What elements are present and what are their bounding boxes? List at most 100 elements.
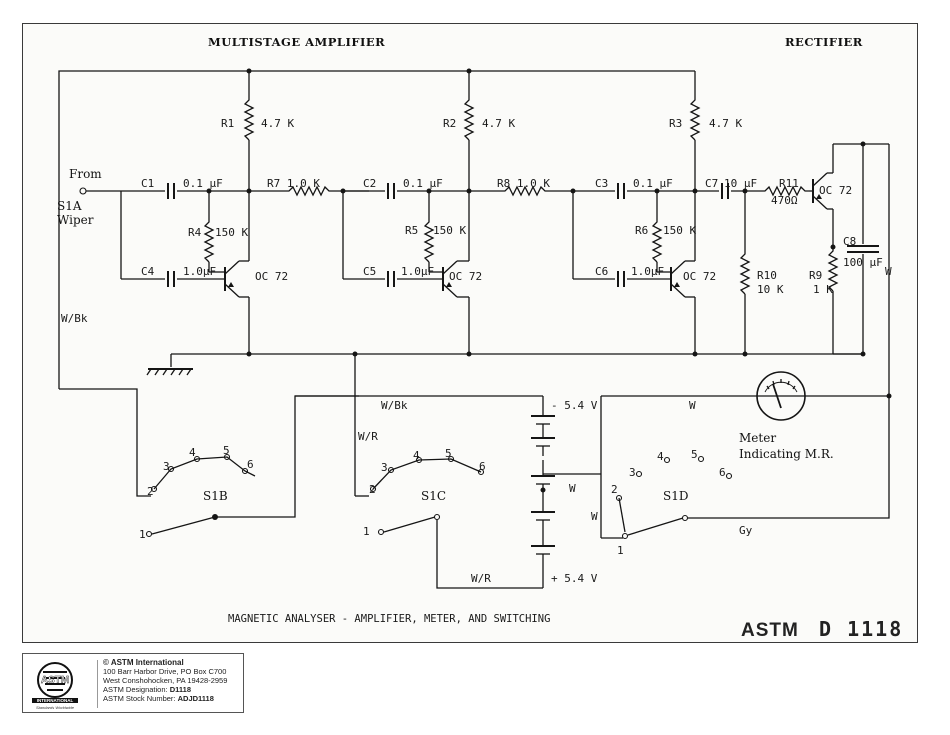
q4-label: OC 72 xyxy=(819,184,852,197)
c2-label: C2 xyxy=(363,177,376,190)
top-rail xyxy=(58,70,695,389)
r11-label: R11 xyxy=(779,177,799,190)
rectifier xyxy=(695,141,892,399)
r1-label: R1 xyxy=(221,117,234,130)
footer-info-box: ASTM INTERNATIONAL Standards Worldwide ©… xyxy=(22,653,244,713)
c6-value: 1.0µF xyxy=(631,265,664,278)
c3-value: 0.1 µF xyxy=(633,177,673,190)
circuit-diagram: MULTISTAGE AMPLIFIER RECTIFIER From S1A … xyxy=(57,35,901,641)
s1b-pos-3: 3 xyxy=(163,460,170,473)
footer-text: © ASTM International 100 Barr Harbor Dri… xyxy=(103,658,227,703)
r2-value: 4.7 K xyxy=(482,117,515,130)
designation-label: ASTM Designation: xyxy=(103,685,168,694)
switch-s1c xyxy=(352,351,543,589)
c3-label: C3 xyxy=(595,177,608,190)
r4-value: 150 K xyxy=(215,226,248,239)
r3-value: 4.7 K xyxy=(709,117,742,130)
stage-2 xyxy=(340,68,575,357)
footer-copyright: © ASTM International xyxy=(103,658,184,667)
wire-gy-label: Gy xyxy=(739,524,753,537)
r6-label: R6 xyxy=(635,224,648,237)
wire-wbk-mid: W/Bk xyxy=(381,399,408,412)
footer-divider xyxy=(97,660,98,708)
svg-text:ASTM: ASTM xyxy=(41,675,69,686)
logo-tagline: Standards Worldwide xyxy=(36,705,75,710)
s1b-pos-5: 5 xyxy=(223,444,230,457)
r4-label: R4 xyxy=(188,226,202,239)
r10-value: 10 K xyxy=(757,283,784,296)
c1-label: C1 xyxy=(141,177,154,190)
r5-value: 150 K xyxy=(433,224,466,237)
stock-label: ASTM Stock Number: xyxy=(103,694,176,703)
r2-label: R2 xyxy=(443,117,456,130)
q3-label: OC 72 xyxy=(683,270,716,283)
wire-w-rect: W xyxy=(885,265,892,278)
wire-wr-label: W/R xyxy=(358,430,378,443)
c7-value: 10 µF xyxy=(724,177,757,190)
s1b-label: S1B xyxy=(203,489,228,503)
r10-label: R10 xyxy=(757,269,777,282)
wire-wr-bottom: W/R xyxy=(471,572,491,585)
designation-value: D1118 xyxy=(169,685,191,694)
battery-negative-label: - 5.4 V xyxy=(551,399,598,412)
s1d-pos-6: 6 xyxy=(719,466,726,479)
astm-stamp: ASTM xyxy=(741,620,799,641)
r7-label: R7 1.0 K xyxy=(267,177,320,190)
footer-address-2: West Conshohocken, PA 19428-2959 xyxy=(103,676,228,685)
s1d-pos-4: 4 xyxy=(657,450,664,463)
s1c-pos-1: 1 xyxy=(363,525,370,538)
s1b-pos-4: 4 xyxy=(189,446,196,459)
s1d-pos-1: 1 xyxy=(617,544,624,557)
input-wiper-label: Wiper xyxy=(57,213,94,227)
footer-designation-row: ASTM Designation: D1118 xyxy=(103,685,227,694)
s1d-label: S1D xyxy=(663,489,688,503)
c6-label: C6 xyxy=(595,265,608,278)
battery-positive-label: + 5.4 V xyxy=(551,572,598,585)
footer-stock-row: ASTM Stock Number: ADJD1118 xyxy=(103,694,227,703)
c8-label: C8 xyxy=(843,235,856,248)
meter-label-2: Indicating M.R. xyxy=(739,447,834,461)
ground-symbol xyxy=(146,354,193,376)
s1c-pos-6: 6 xyxy=(479,460,486,473)
logo-text: INTERNATIONAL xyxy=(37,698,74,703)
r9-label: R9 xyxy=(809,269,822,282)
r9-value: 1 K xyxy=(813,283,833,296)
wire-wbk-left: W/Bk xyxy=(61,312,88,325)
meter-icon xyxy=(756,371,889,421)
s1d-pos-3: 3 xyxy=(629,466,636,479)
s1c-label: S1C xyxy=(421,489,446,503)
c4-label: C4 xyxy=(141,265,155,278)
c2-value: 0.1 µF xyxy=(403,177,443,190)
title-multistage-amplifier: MULTISTAGE AMPLIFIER xyxy=(208,35,385,49)
r6-value: 150 K xyxy=(663,224,696,237)
footer-address-1: 100 Barr Harbor Drive, PO Box C700 xyxy=(103,667,227,676)
c5-label: C5 xyxy=(363,265,376,278)
input-source-label: S1A xyxy=(57,199,82,213)
diagram-caption: MAGNETIC ANALYSER - AMPLIFIER, METER, AN… xyxy=(228,613,550,625)
r3-label: R3 xyxy=(669,117,682,130)
stage-1 xyxy=(120,68,369,357)
s1b-pos-1: 1 xyxy=(139,528,146,541)
input-terminal xyxy=(79,187,87,195)
c4-value: 1.0µF xyxy=(183,265,216,278)
r11-value: 470Ω xyxy=(771,194,798,207)
s1c-pos-2: 2 xyxy=(369,483,376,496)
title-rectifier: RECTIFIER xyxy=(785,35,863,49)
c5-value: 1.0µF xyxy=(401,265,434,278)
switch-s1d xyxy=(600,395,890,540)
q1-label: OC 72 xyxy=(255,270,288,283)
s1d-pos-5: 5 xyxy=(691,448,698,461)
schematic-sheet: MULTISTAGE AMPLIFIER RECTIFIER From S1A … xyxy=(22,23,918,643)
s1b-pos-2: 2 xyxy=(147,485,154,498)
stage-3 xyxy=(570,71,700,357)
r8-label: R8 1.0 K xyxy=(497,177,550,190)
meter-label-1: Meter xyxy=(739,431,776,445)
s1d-pos-2: 2 xyxy=(611,483,618,496)
c8-value: 100 µF xyxy=(843,256,883,269)
switch-s1b xyxy=(59,388,359,538)
astm-logo-icon: ASTM INTERNATIONAL Standards Worldwide xyxy=(32,662,78,710)
wire-w-s1d: W xyxy=(591,510,598,523)
wire-w-batt: W xyxy=(569,482,576,495)
r1-value: 4.7 K xyxy=(261,117,294,130)
s1c-pos-5: 5 xyxy=(445,447,452,460)
